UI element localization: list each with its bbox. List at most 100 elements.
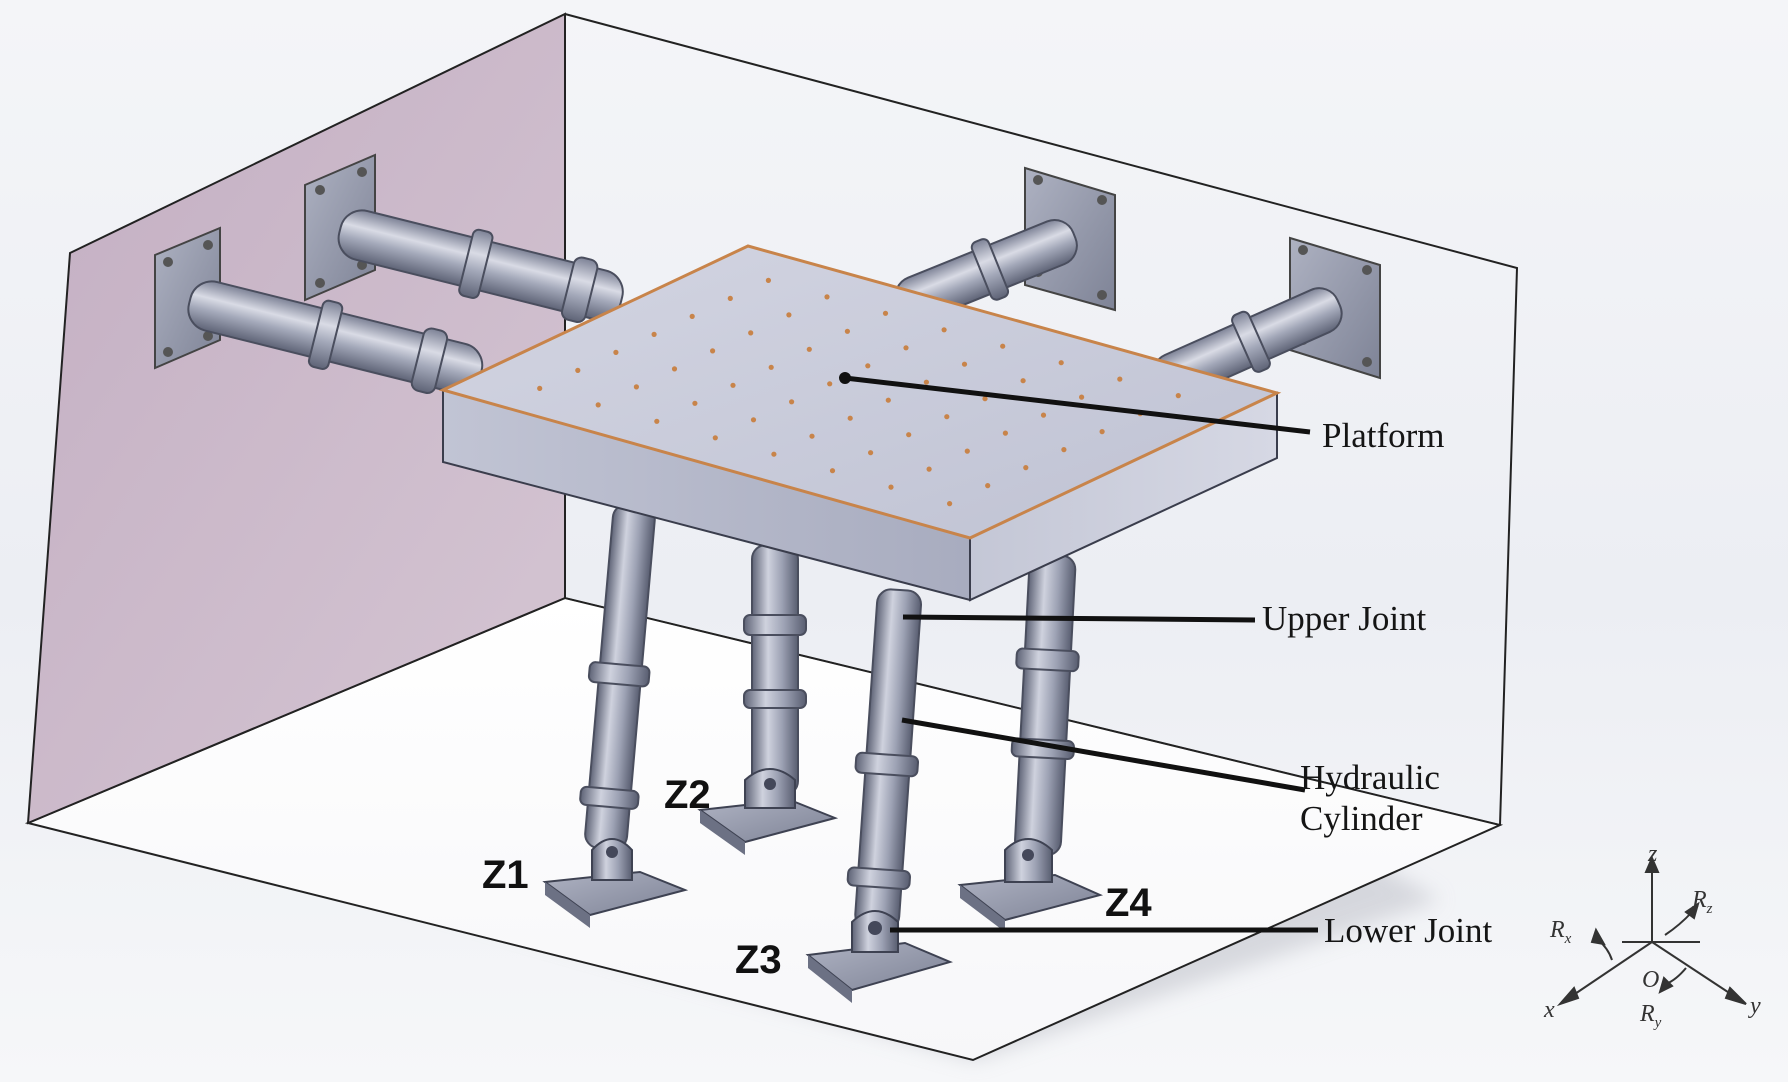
bolt-hole <box>1117 376 1123 382</box>
x-arrow-icon <box>1556 986 1580 1007</box>
leader-hydraulic-cylinder <box>901 717 1306 793</box>
base-plate-z3 <box>805 910 954 1003</box>
bolt-hole <box>944 414 950 420</box>
bolt-hole <box>1020 378 1026 384</box>
bolt-hole <box>865 363 871 369</box>
axis-label-rx: Rx <box>1550 917 1572 947</box>
bolt-hole <box>885 397 891 403</box>
bolt-hole <box>710 348 716 354</box>
wall-mount-left-lower <box>154 226 221 370</box>
bolt-hole <box>806 346 812 352</box>
base-plate-z2 <box>697 768 839 855</box>
bolt-hole <box>809 433 815 439</box>
support-label-z1: Z1 <box>482 853 529 897</box>
axis-label-origin: O <box>1642 967 1660 993</box>
bolt-hole <box>633 384 640 390</box>
bolt-hole <box>613 349 619 355</box>
vertical-cylinder-3 <box>846 588 923 931</box>
bolt-hole <box>651 331 657 337</box>
vertical-cylinder-2 <box>743 544 807 796</box>
platform-slab <box>438 244 1282 602</box>
bolt-hole <box>1002 430 1009 436</box>
bolt-hole <box>888 484 894 490</box>
leader-upper-joint <box>902 614 1256 623</box>
bolt-hole <box>768 364 774 370</box>
bolt-hole <box>537 385 543 391</box>
base-plate-z4 <box>957 838 1104 932</box>
label-lower-joint: Lower Joint <box>1324 911 1493 950</box>
y-arrow-icon <box>1724 986 1747 1005</box>
back-wall-edge <box>564 13 1519 826</box>
bolt-hole <box>748 330 754 336</box>
bolt-hole <box>1175 393 1181 399</box>
platform-bolt-holes <box>537 277 1181 507</box>
bolt-hole <box>575 367 581 373</box>
bolt-hole <box>829 468 836 474</box>
bolt-hole <box>882 310 889 316</box>
bolt-hole <box>692 400 698 406</box>
bolt-hole <box>941 327 947 333</box>
axis-label-z: z <box>1648 841 1658 867</box>
support-label-z3: Z3 <box>735 938 782 982</box>
bolt-hole <box>827 381 833 387</box>
label-hydraulic: Hydraulic <box>1300 758 1440 797</box>
bolt-hole <box>903 345 909 351</box>
bolt-hole <box>964 448 970 454</box>
bolt-hole <box>712 435 718 441</box>
bolt-hole <box>926 466 932 472</box>
bolt-hole <box>1099 429 1105 435</box>
bolt-hole <box>982 396 988 402</box>
horizontal-cylinder-left-upper <box>337 209 624 324</box>
bolt-hole <box>765 277 772 283</box>
leader-lines <box>844 375 1318 933</box>
horizontal-cylinder-left-lower <box>187 280 484 395</box>
label-cylinder: Cylinder <box>1300 799 1423 838</box>
bolt-hole <box>689 313 695 319</box>
y-axis <box>1651 941 1741 1001</box>
base-plates <box>542 768 1104 1003</box>
support-label-z2: Z2 <box>664 773 711 817</box>
bolt-hole <box>923 379 930 385</box>
leader-platform <box>844 375 1311 435</box>
bolt-hole <box>1023 465 1029 471</box>
bolt-hole <box>1058 360 1064 366</box>
bolt-hole <box>595 402 601 408</box>
bolt-hole <box>727 295 733 301</box>
bolt-hole <box>671 366 678 372</box>
axis-label-ry: Ry <box>1640 1001 1662 1031</box>
bolt-hole <box>730 382 736 388</box>
platform-top-face <box>438 244 1282 540</box>
axis-label-x: x <box>1544 997 1555 1023</box>
bolt-hole <box>824 294 830 300</box>
bolt-hole <box>906 432 912 438</box>
bolt-hole <box>847 415 853 421</box>
bolt-hole <box>985 483 991 489</box>
base-plate-z1 <box>542 838 689 928</box>
bolt-hole <box>771 451 777 457</box>
vertical-actuators <box>579 503 1080 931</box>
vertical-cylinder-1 <box>579 503 656 851</box>
bolt-hole <box>750 417 757 423</box>
bolt-hole <box>654 418 660 424</box>
bolt-hole <box>947 501 953 507</box>
label-upper-joint: Upper Joint <box>1262 599 1427 638</box>
rz-rotation-arrow-icon <box>1664 911 1693 936</box>
bolt-hole <box>961 361 968 367</box>
support-label-z4: Z4 <box>1105 881 1152 925</box>
bolt-hole <box>1040 412 1047 418</box>
bolt-hole <box>786 312 792 318</box>
bolt-hole <box>868 450 874 456</box>
axis-label-y: y <box>1750 993 1761 1019</box>
bolt-hole <box>1079 394 1085 400</box>
x-axis <box>1565 941 1653 1001</box>
leader-dot-platform <box>839 372 851 384</box>
z-arrow-icon <box>1644 855 1660 873</box>
axis-label-rz: Rz <box>1692 887 1713 917</box>
bolt-hole <box>844 328 851 334</box>
label-platform: Platform <box>1322 416 1445 455</box>
bolt-hole <box>789 399 795 405</box>
bolt-hole <box>1000 343 1006 349</box>
bolt-hole <box>1061 447 1067 453</box>
coordinate-axes <box>1556 855 1747 1007</box>
